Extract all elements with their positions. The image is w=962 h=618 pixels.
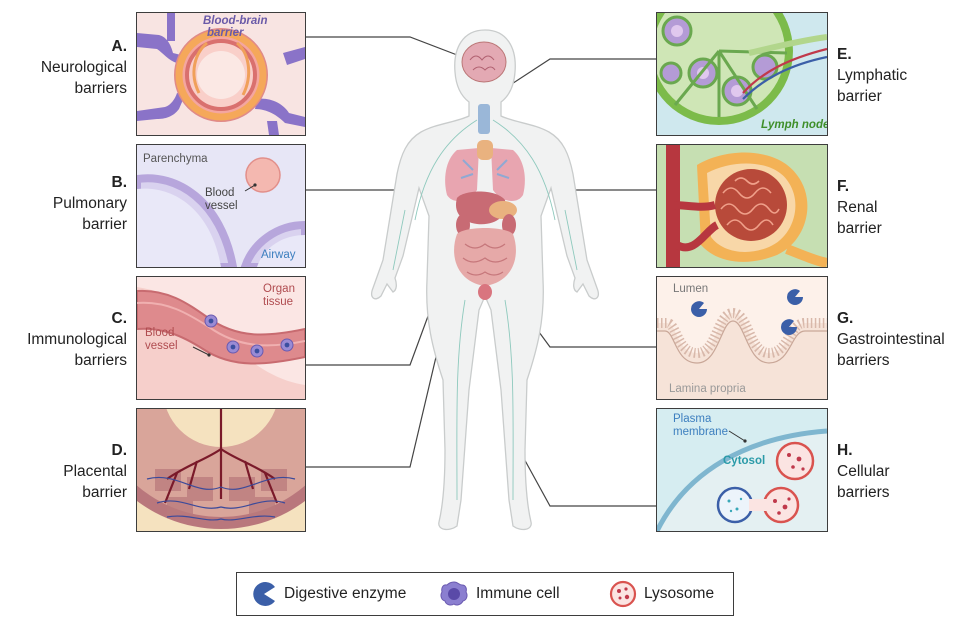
label-g-line1: Gastrointestinal — [837, 329, 945, 350]
panel-pulmonary: Parenchyma Blood vessel Airway — [136, 144, 306, 268]
label-e: E. Lymphatic barrier — [837, 44, 907, 107]
legend-item-immune-cell: Immune cell — [439, 573, 560, 615]
panel-lymphatic: Lymph node — [656, 12, 828, 136]
label-e-letter: E. — [837, 44, 907, 65]
panel-cellular: Plasma membrane Cytosol — [656, 408, 828, 532]
label-d: D. Placental barrier — [63, 440, 127, 503]
label-g-line2: barriers — [837, 350, 945, 371]
renal-illustration — [657, 145, 827, 267]
label-h-line1: Cellular — [837, 461, 890, 482]
brain-icon — [462, 42, 506, 82]
panel-immunological: Organ tissue Blood vessel — [136, 276, 306, 400]
plasma-membrane-label-1: Plasma — [673, 413, 711, 426]
panel-placental — [136, 408, 306, 532]
label-f-line1: Renal — [837, 197, 882, 218]
lymph-node-label: Lymph node — [761, 119, 828, 132]
legend-label-lysosome: Lysosome — [644, 585, 714, 603]
blood-vessel-label-1: Blood — [205, 187, 234, 200]
label-b-letter: B. — [53, 172, 127, 193]
immune-cell-icon — [439, 580, 469, 608]
human-body-figure — [345, 20, 625, 545]
organ-tissue-label-2: tissue — [263, 296, 293, 309]
label-d-letter: D. — [63, 440, 127, 461]
plasma-membrane-label-2: membrane — [673, 426, 728, 439]
organ-tissue-label-1: Organ — [263, 283, 295, 296]
blood-brain-label-2: barrier — [207, 27, 243, 40]
label-h-line2: barriers — [837, 482, 890, 503]
legend-item-digestive-enzyme: Digestive enzyme — [251, 573, 406, 615]
airway-label: Airway — [261, 249, 296, 262]
legend-item-lysosome: Lysosome — [609, 573, 714, 615]
label-d-line2: barrier — [63, 482, 127, 503]
cytosol-label: Cytosol — [723, 455, 765, 468]
legend-label-digestive-enzyme: Digestive enzyme — [284, 585, 406, 603]
panel-renal — [656, 144, 828, 268]
label-d-line1: Placental — [63, 461, 127, 482]
lamina-propria-label: Lamina propria — [669, 383, 746, 396]
blood-vessel-label-2: vessel — [205, 200, 238, 213]
label-g: G. Gastrointestinal barriers — [837, 308, 945, 371]
label-a-letter: A. — [41, 36, 127, 57]
label-a-line1: Neurological — [41, 57, 127, 78]
blood-vessel-c-label-2: vessel — [145, 340, 178, 353]
label-e-line2: barrier — [837, 86, 907, 107]
digestive-enzyme-icon — [251, 581, 277, 607]
label-b-line2: barrier — [53, 214, 127, 235]
label-c: C. Immunological barriers — [27, 308, 127, 371]
legend: Digestive enzyme Immune cell Lysosome — [236, 572, 734, 616]
label-g-letter: G. — [837, 308, 945, 329]
label-e-line1: Lymphatic — [837, 65, 907, 86]
label-b: B. Pulmonary barrier — [53, 172, 127, 235]
label-b-line1: Pulmonary — [53, 193, 127, 214]
label-c-line2: barriers — [27, 350, 127, 371]
label-a-line2: barriers — [41, 78, 127, 99]
parenchyma-label: Parenchyma — [143, 153, 208, 166]
lymph-node-illustration — [657, 13, 827, 135]
label-c-line1: Immunological — [27, 329, 127, 350]
label-f: F. Renal barrier — [837, 176, 882, 239]
lumen-label: Lumen — [673, 283, 708, 296]
label-h-letter: H. — [837, 440, 890, 461]
label-f-letter: F. — [837, 176, 882, 197]
label-f-line2: barrier — [837, 218, 882, 239]
panel-gastrointestinal: Lumen Lamina propria — [656, 276, 828, 400]
lysosome-icon — [609, 580, 637, 608]
panel-neurological: Blood-brain barrier — [136, 12, 306, 136]
legend-label-immune-cell: Immune cell — [476, 585, 560, 603]
label-a: A. Neurological barriers — [41, 36, 127, 99]
label-c-letter: C. — [27, 308, 127, 329]
placental-illustration — [137, 409, 305, 531]
blood-vessel-c-label-1: Blood — [145, 327, 174, 340]
label-h: H. Cellular barriers — [837, 440, 890, 503]
